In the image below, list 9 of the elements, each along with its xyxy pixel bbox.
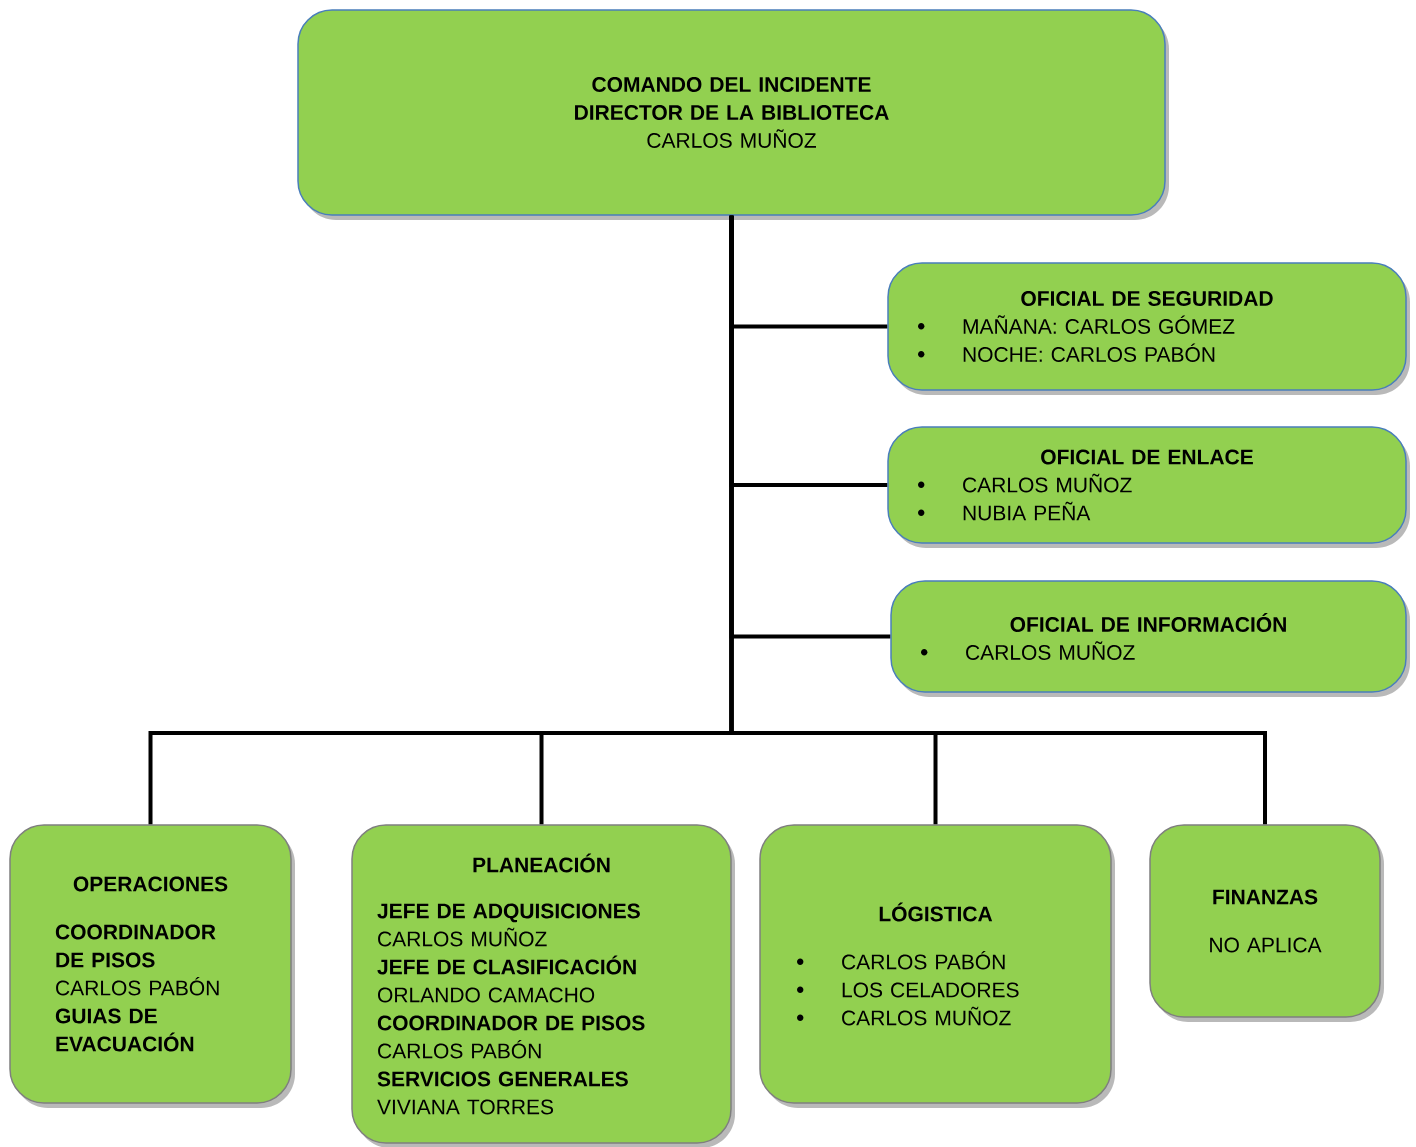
org-box: OFICIAL DE SEGURIDAD MAÑANA: CARLOS GÓMEZ NOCHE: CARLOS PABÓN [887,262,1410,395]
org-box: LÓGISTICA CARLOS PABÓN LOS CELADORES CARLOS MUÑOZ [759,824,1115,1108]
org-box: OFICIAL DE INFORMACIÓN CARLOS MUÑOZ [890,580,1410,697]
org-box: COMANDO DEL INCIDENTE DIRECTOR DE LA BIBLIOTECA CARLOS MUÑOZ [297,9,1169,220]
org-box: PLANEACIÓN JEFE DE ADQUISICIONES CARLOS MUÑOZ JEFE DE CLASIFICACIÓN ORLANDO CAMACHO COORDINADOR DE PISOS CARLOS PABÓN SERVICIOS GENERALES VIVIANA TORRES [351,824,735,1147]
org-box: OPERACIONES COORDINADOR DE PISOS CARLOS PABÓN GUIAS DE EVACUACIÓN [9,824,295,1108]
connector-line [729,215,1267,825]
org-box: OFICIAL DE ENLACE CARLOS MUÑOZ NUBIA PEÑA [887,426,1410,548]
org-box: FINANZAS NO APLICA [1149,824,1384,1022]
